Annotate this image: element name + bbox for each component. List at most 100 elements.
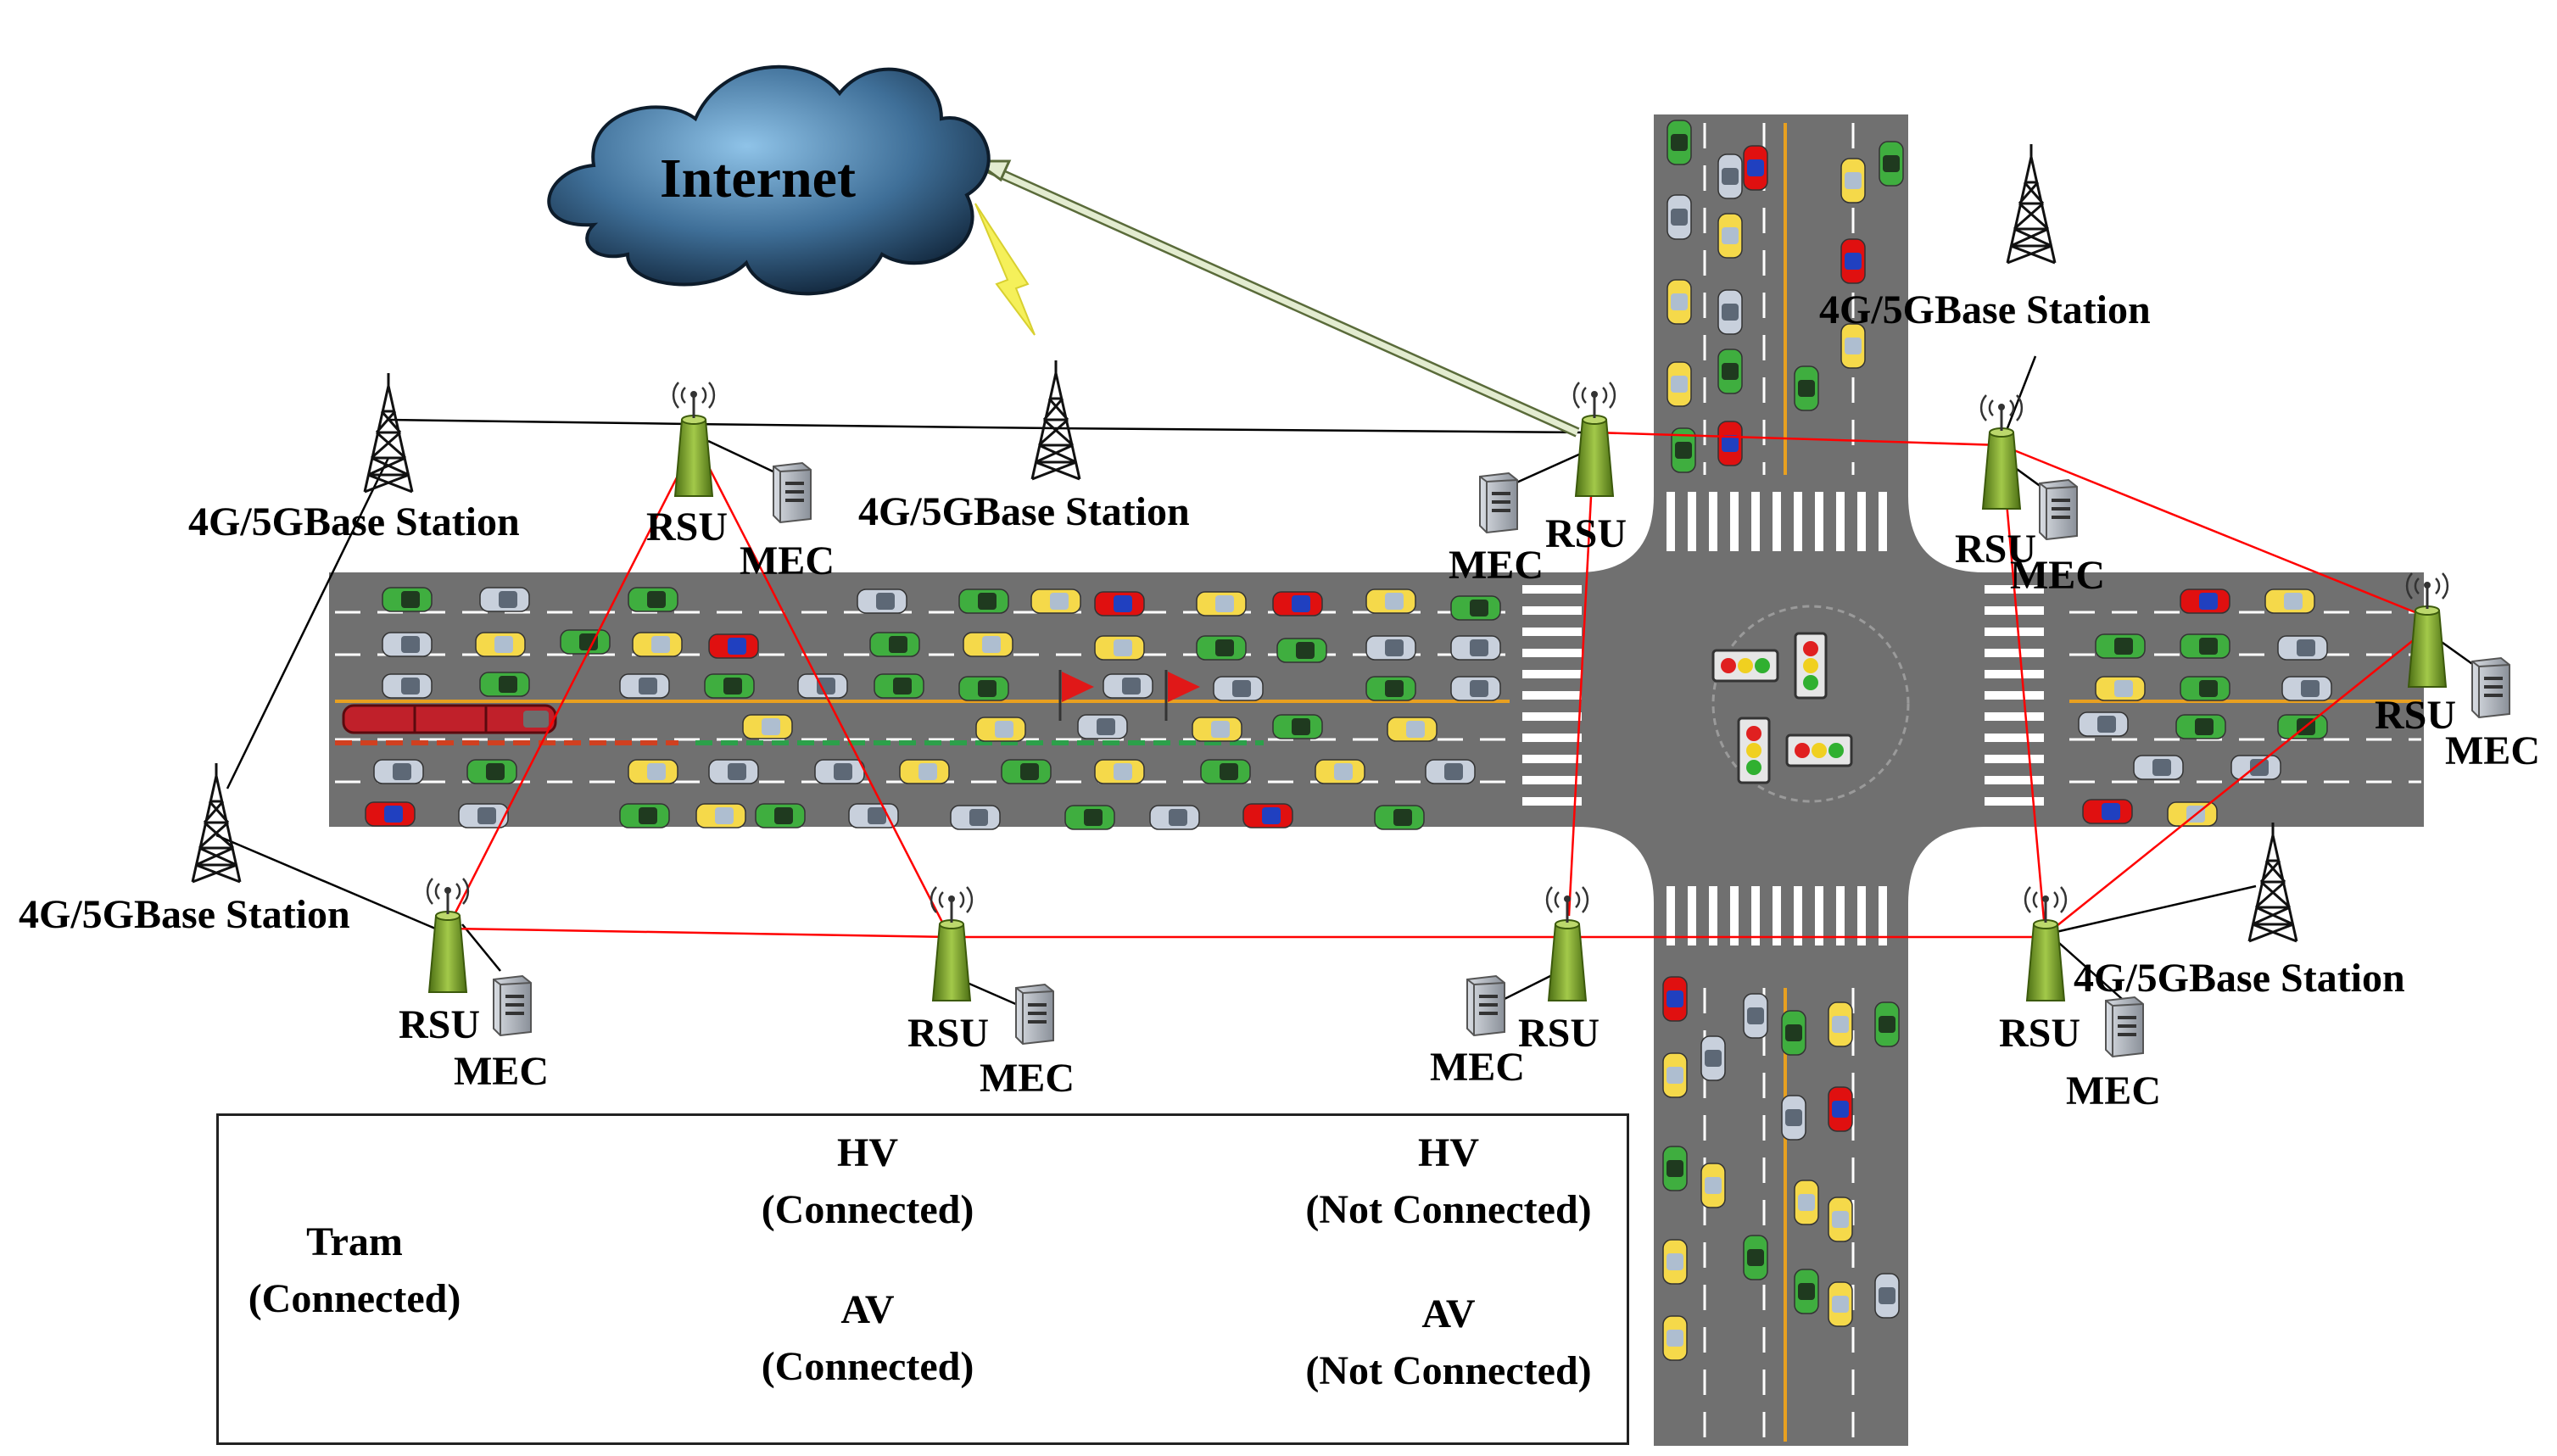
av-connected-car-icon <box>1781 1010 1806 1056</box>
hv-not-connected-car-icon <box>1840 323 1866 369</box>
rsu-icon <box>1979 393 2024 510</box>
hv-connected-car-icon <box>1700 1035 1726 1081</box>
av-connected-car-icon <box>958 676 1009 701</box>
base-station-label: 4G/5GBase Station <box>188 499 520 544</box>
av-connected-car-icon <box>2180 633 2230 659</box>
mec-server-icon <box>1015 984 1054 1045</box>
rsu-label: RSU <box>1545 511 1627 556</box>
hv-connected-car-icon <box>2078 711 2129 737</box>
av-connected-car-icon <box>1874 1001 1900 1047</box>
hv-connected-car-icon <box>950 805 1001 830</box>
traffic-light-icon <box>1711 649 1779 683</box>
av-connected-car-icon <box>619 803 670 828</box>
hv-not-connected-car-icon <box>1094 635 1145 661</box>
hv-connected-car-icon <box>1425 759 1476 784</box>
legend-hv-connected-text: HV (Connected) <box>728 1124 1008 1238</box>
av-connected-car-icon <box>958 589 1009 614</box>
legend-hv-not-connected-title: HV <box>1418 1130 1479 1175</box>
base-station-tower-icon <box>2006 142 2057 265</box>
rsu-links <box>448 431 2425 939</box>
hv-connected-car-icon <box>479 587 530 612</box>
rsu-icon <box>2024 885 2068 1002</box>
hv-connected-car-icon <box>1450 635 1501 661</box>
rsu-label: RSU <box>1518 1011 1600 1056</box>
hv-not-connected-car-icon <box>2264 589 2315 614</box>
rsu-label: RSU <box>399 1002 481 1047</box>
hv-connected-car-icon <box>373 759 424 784</box>
hv-connected-car-icon <box>1077 714 1128 739</box>
av-connected-car-icon <box>628 587 678 612</box>
hv-connected-car-icon <box>382 632 433 657</box>
hv-not-connected-car-icon <box>1315 759 1365 784</box>
rsu-label: RSU <box>2375 693 2457 738</box>
hv-connected-car-icon <box>857 589 907 614</box>
hv-not-connected-car-icon <box>1667 361 1692 407</box>
traffic-light-icon <box>1737 717 1771 784</box>
hv-connected-car-icon <box>1450 676 1501 701</box>
mec-label: MEC <box>1430 1045 1525 1090</box>
base-station-label: 4G/5GBase Station <box>1819 287 2151 332</box>
av-not-connected-car-icon <box>708 633 759 659</box>
base-station-tower-icon <box>2247 821 2298 943</box>
av-not-connected-car-icon <box>2180 589 2230 614</box>
base-station-label: 4G/5GBase Station <box>19 892 350 937</box>
av-connected-car-icon <box>1196 635 1247 661</box>
hv-not-connected-car-icon <box>695 803 746 828</box>
legend-box: Tram (Connected) HV (Connected) AV (Conn… <box>216 1113 1629 1445</box>
hv-connected-car-icon <box>1103 673 1153 699</box>
internet-cloud <box>547 64 991 296</box>
av-not-connected-car-icon <box>1717 421 1743 466</box>
hv-connected-car-icon <box>797 673 848 699</box>
legend-hv-connected-title: HV <box>837 1130 898 1175</box>
av-connected-car-icon <box>704 673 755 699</box>
av-connected-car-icon <box>1662 1146 1688 1191</box>
av-connected-car-icon <box>1794 365 1819 411</box>
rsu-icon <box>1572 381 1616 498</box>
tram-icon <box>342 704 557 734</box>
mec-server-icon <box>2039 479 2078 540</box>
hv-not-connected-car-icon <box>632 632 683 657</box>
legend-tram-status: (Connected) <box>248 1276 461 1322</box>
base-station-tower-icon <box>363 371 414 494</box>
hv-not-connected-car-icon <box>475 632 526 657</box>
av-connected-car-icon <box>1879 141 1904 187</box>
hv-not-connected-car-icon <box>1662 1315 1688 1361</box>
hv-not-connected-car-icon <box>1840 158 1866 204</box>
base-station-tower-icon <box>1030 359 1081 481</box>
av-connected-car-icon <box>1365 676 1416 701</box>
av-connected-car-icon <box>1743 1235 1768 1280</box>
av-connected-car-icon <box>1667 120 1692 165</box>
internet-link-arrow <box>971 159 1580 438</box>
hv-connected-car-icon <box>458 803 509 828</box>
av-not-connected-car-icon <box>1840 238 1866 284</box>
av-not-connected-car-icon <box>365 801 416 827</box>
hv-not-connected-car-icon <box>1662 1239 1688 1285</box>
roundabout <box>1711 605 1910 803</box>
rsu-label: RSU <box>646 505 729 549</box>
mec-label: MEC <box>2066 1068 2161 1113</box>
rsu-label: RSU <box>1999 1011 2081 1056</box>
av-connected-car-icon <box>1671 427 1696 473</box>
hv-not-connected-car-icon <box>1094 759 1145 784</box>
rsu-icon <box>1545 885 1589 1002</box>
traffic-light-icon <box>1785 734 1853 767</box>
av-connected-car-icon <box>1064 805 1115 830</box>
mec-label: MEC <box>740 538 835 583</box>
legend-hv-connected-status: (Connected) <box>761 1187 974 1233</box>
legend-av-connected-title: AV <box>840 1287 895 1332</box>
av-not-connected-car-icon <box>1662 976 1688 1022</box>
hv-not-connected-car-icon <box>628 759 678 784</box>
rsu-icon <box>930 885 974 1002</box>
base-station-label: 4G/5GBase Station <box>858 489 1190 534</box>
hv-connected-car-icon <box>1149 805 1200 830</box>
av-connected-car-icon <box>2180 676 2230 701</box>
mec-server-icon <box>2105 996 2144 1057</box>
av-connected-car-icon <box>1450 595 1501 621</box>
hv-not-connected-car-icon <box>1828 1197 1853 1242</box>
vehicles <box>365 120 2332 1361</box>
av-not-connected-car-icon <box>1743 145 1768 191</box>
base-station-label: 4G/5GBase Station <box>2074 956 2405 1001</box>
hv-connected-car-icon <box>1781 1095 1806 1141</box>
av-connected-car-icon <box>1272 714 1323 739</box>
